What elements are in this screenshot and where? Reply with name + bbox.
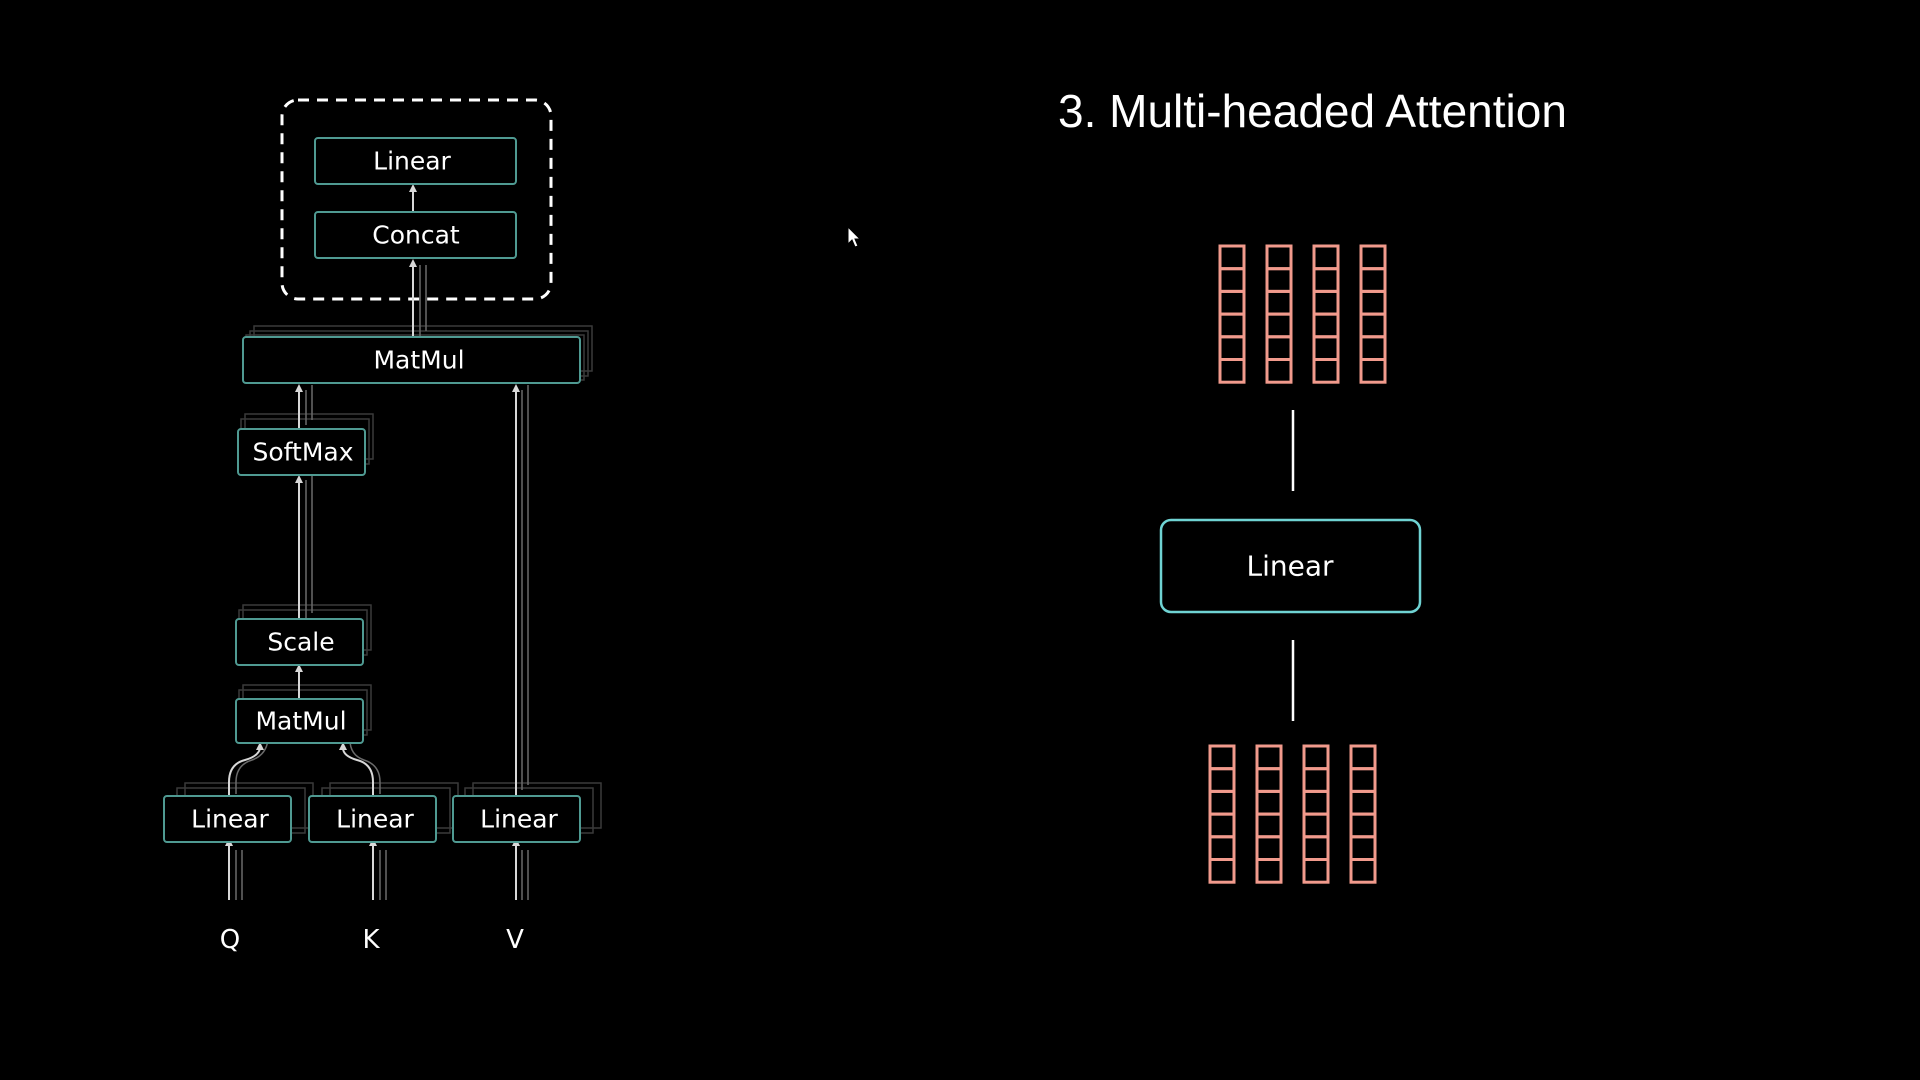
input-vector-cell (1255, 835, 1283, 861)
input-vector-cell (1208, 744, 1236, 771)
input-vector-cell (1255, 858, 1283, 884)
node-linear-k: Linear (308, 795, 437, 843)
output-vector-cell (1218, 335, 1246, 361)
node-concat: Concat (314, 211, 517, 259)
linear-layer-label: Linear (1246, 550, 1334, 583)
node-linear-q: Linear (163, 795, 292, 843)
input-vector-cell (1302, 744, 1330, 771)
input-vector-cell (1349, 812, 1377, 839)
input-vector-cell (1302, 858, 1330, 884)
input-q-label: Q (220, 925, 240, 955)
input-vector-cell (1255, 812, 1283, 839)
linear-layer-box: Linear (1159, 518, 1422, 614)
input-v-label: V (506, 925, 524, 955)
output-vector-cell (1312, 244, 1340, 271)
input-vectors (1208, 744, 1377, 884)
node-linear-v: Linear (452, 795, 581, 843)
stacked-head-copies (176, 325, 602, 834)
output-vector-cell (1312, 312, 1340, 339)
input-vector-cell (1208, 812, 1236, 839)
input-vector-cell (1255, 744, 1283, 771)
node-softmax-label: SoftMax (252, 438, 353, 467)
input-vector-cell (1302, 835, 1330, 861)
output-vector-cell (1359, 358, 1387, 384)
node-matmul-top: MatMul (242, 336, 581, 384)
input-vector-cell (1349, 767, 1377, 793)
output-vector-cell (1265, 244, 1293, 271)
input-vector (1208, 744, 1236, 884)
input-vector-cell (1255, 767, 1283, 793)
data-flow-edges (225, 184, 520, 900)
output-vector (1265, 244, 1293, 384)
node-scale-label: Scale (267, 628, 334, 657)
input-vector-cell (1349, 858, 1377, 884)
output-vector-cell (1218, 267, 1246, 293)
input-vector-cell (1302, 767, 1330, 793)
node-linear-k-label: Linear (336, 805, 414, 834)
output-group-box (280, 98, 553, 301)
mouse-cursor-icon (847, 225, 862, 248)
node-matmul-top-label: MatMul (373, 346, 464, 375)
input-vector-cell (1208, 835, 1236, 861)
output-vector-cell (1265, 289, 1293, 316)
output-vector-cell (1218, 358, 1246, 384)
output-vector (1312, 244, 1340, 384)
node-linear-q-label: Linear (191, 805, 269, 834)
input-vector-cell (1208, 789, 1236, 816)
output-vector-cell (1218, 244, 1246, 271)
node-matmul-bottom: MatMul (235, 698, 364, 744)
input-k-label: K (362, 925, 380, 955)
output-vector-cell (1312, 267, 1340, 293)
node-scale: Scale (235, 618, 364, 666)
output-vector (1359, 244, 1387, 384)
input-vector-cell (1302, 789, 1330, 816)
input-vector (1302, 744, 1330, 884)
output-vector (1218, 244, 1246, 384)
output-vector-cell (1312, 289, 1340, 316)
output-vector-cell (1312, 335, 1340, 361)
input-vector (1255, 744, 1283, 884)
output-vector-cell (1265, 267, 1293, 293)
node-softmax: SoftMax (237, 428, 366, 476)
input-vector-cell (1349, 744, 1377, 771)
slide-title: 3. Multi-headed Attention (1058, 85, 1567, 137)
input-vector-cell (1255, 789, 1283, 816)
output-vectors (1218, 244, 1387, 384)
node-concat-label: Concat (372, 221, 460, 250)
output-vector-cell (1359, 267, 1387, 293)
output-vector-cell (1218, 312, 1246, 339)
input-vector-cell (1302, 812, 1330, 839)
output-vector-cell (1218, 289, 1246, 316)
multi-head-attention-diagram: Linear Concat MatMul SoftMax Scale MatMu… (163, 98, 602, 955)
output-vector-cell (1359, 244, 1387, 271)
output-vector-cell (1359, 312, 1387, 339)
node-linear-top: Linear (314, 137, 517, 185)
output-vector-cell (1265, 335, 1293, 361)
input-vector (1349, 744, 1377, 884)
stacked-head-edges (235, 265, 529, 900)
input-vector-cell (1208, 767, 1236, 793)
output-vector-cell (1312, 358, 1340, 384)
output-vector-cell (1359, 335, 1387, 361)
node-linear-top-label: Linear (373, 147, 451, 176)
node-linear-v-label: Linear (480, 805, 558, 834)
input-vector-cell (1208, 858, 1236, 884)
output-vector-cell (1265, 358, 1293, 384)
node-matmul-bottom-label: MatMul (255, 707, 346, 736)
output-vector-cell (1265, 312, 1293, 339)
input-vector-cell (1349, 789, 1377, 816)
output-vector-cell (1359, 289, 1387, 316)
input-vector-cell (1349, 835, 1377, 861)
